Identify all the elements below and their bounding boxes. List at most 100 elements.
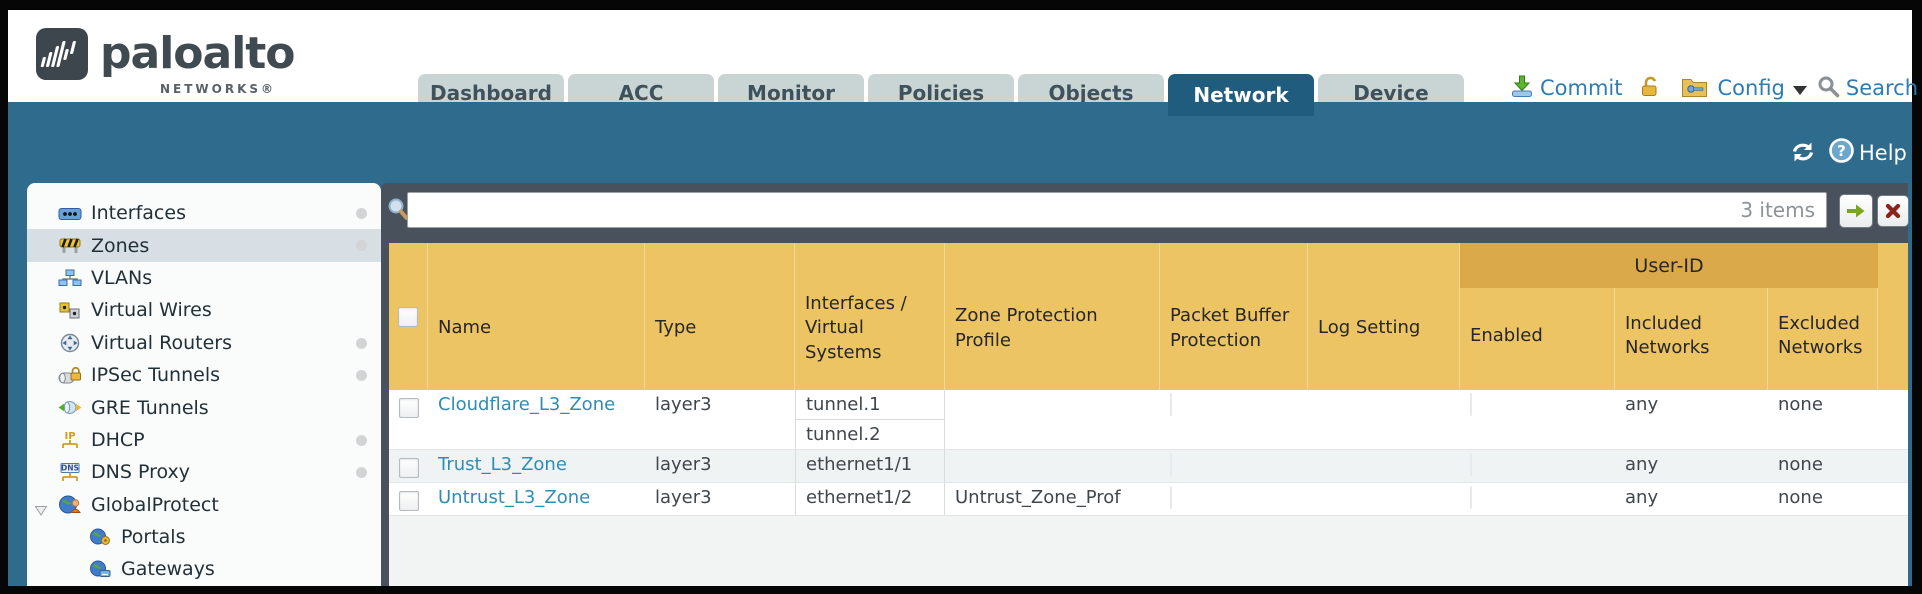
red-x-icon — [1885, 203, 1901, 219]
sidebar-item-label: Interfaces — [91, 202, 186, 225]
excluded-networks-cell: none — [1778, 487, 1823, 508]
sidebar-item-gre-tunnels[interactable]: GRE Tunnels — [27, 391, 381, 423]
sidebar-item-interfaces[interactable]: Interfaces — [27, 197, 381, 229]
status-dot — [356, 369, 367, 381]
zone-name-link[interactable]: Untrust_L3_Zone — [438, 487, 591, 508]
column-header-name[interactable]: Name — [428, 243, 645, 390]
column-header-packet-buffer[interactable]: Packet Buffer Protection — [1160, 243, 1308, 390]
table-row-cloudflare[interactable]: Cloudflare_L3_Zone layer3 tunnel.1 tunne… — [389, 390, 1908, 450]
log-setting-cell — [1308, 450, 1460, 482]
sidebar-item-virtual-wires[interactable]: Virtual Wires — [27, 294, 381, 326]
paloalto-logo: paloalto — [36, 28, 296, 84]
help-label: Help — [1859, 140, 1907, 165]
status-dot — [356, 434, 367, 446]
filler-cell — [1878, 483, 1908, 515]
clear-filter-button[interactable] — [1877, 195, 1909, 227]
svg-text:IP: IP — [64, 431, 75, 442]
sidebar-item-gateways[interactable]: Gateways — [27, 553, 381, 585]
status-dot — [356, 240, 367, 252]
zone-protection-cell: Untrust_Zone_Prof — [955, 487, 1121, 508]
sidebar-item-zones[interactable]: Zones — [27, 229, 381, 262]
sidebar-item-virtual-routers[interactable]: Virtual Routers — [27, 327, 381, 359]
column-header-enabled[interactable]: Enabled — [1460, 288, 1615, 390]
config-menu-button[interactable]: Config — [1717, 76, 1785, 100]
network-nav: Interfaces Zones VLANs — [27, 183, 381, 586]
zone-protection-cell — [945, 450, 1160, 482]
commit-icon — [1510, 74, 1534, 102]
column-header-zone-protection[interactable]: Zone Protection Profile — [945, 243, 1160, 390]
sidebar-item-dhcp[interactable]: IP DHCP — [27, 424, 381, 456]
zone-protection-cell — [945, 390, 1160, 449]
collapse-triangle-icon[interactable] — [34, 499, 48, 521]
packet-buffer-checkbox[interactable] — [1170, 486, 1172, 509]
sidebar-item-dns-proxy[interactable]: DNS DNS Proxy — [27, 456, 381, 488]
status-dot — [356, 467, 367, 479]
virtual-routers-icon — [57, 333, 83, 353]
excluded-networks-cell: none — [1778, 394, 1823, 415]
column-header-type[interactable]: Type — [645, 243, 795, 390]
row-select-checkbox[interactable] — [398, 458, 419, 478]
filter-bar: 3 items — [407, 192, 1827, 228]
items-count-label: 3 items — [1740, 198, 1815, 222]
packet-buffer-cell — [1160, 390, 1308, 449]
user-id-enabled-checkbox[interactable] — [1470, 453, 1472, 476]
filler-cell — [1878, 450, 1908, 482]
zone-interfaces-cell: ethernet1/2 — [795, 483, 945, 515]
table-row-untrust[interactable]: Untrust_L3_Zone layer3 ethernet1/2 Untru… — [389, 483, 1908, 516]
select-all-header-cell — [389, 243, 428, 390]
gre-tunnels-icon — [57, 399, 83, 416]
chevron-down-icon[interactable] — [1792, 85, 1807, 95]
sidebar-item-label: GlobalProtect — [91, 493, 219, 516]
excluded-networks-cell: none — [1778, 454, 1823, 475]
packet-buffer-checkbox[interactable] — [1170, 393, 1172, 416]
sidebar-item-vlans[interactable]: VLANs — [27, 262, 381, 294]
zone-type-cell: layer3 — [655, 487, 712, 508]
column-header-log-setting[interactable]: Log Setting — [1308, 243, 1460, 390]
sidebar-item-ipsec-tunnels[interactable]: IPSec Tunnels — [27, 359, 381, 391]
column-header-interfaces[interactable]: Interfaces / Virtual Systems — [795, 243, 945, 390]
green-arrow-icon — [1847, 204, 1865, 218]
portals-icon — [87, 528, 113, 546]
zones-icon — [57, 237, 83, 254]
help-button[interactable]: ? Help — [1828, 137, 1907, 168]
row-select-cell — [389, 483, 428, 515]
column-header-included-networks[interactable]: Included Networks — [1615, 288, 1768, 390]
global-search-button[interactable]: Search — [1845, 76, 1919, 100]
sidebar-item-label: VLANs — [91, 266, 153, 289]
sidebar: Interfaces Zones VLANs — [27, 183, 381, 586]
refresh-icon[interactable] — [1790, 141, 1816, 167]
zone-name-link[interactable]: Cloudflare_L3_Zone — [438, 394, 616, 415]
sidebar-item-label: Virtual Wires — [91, 299, 212, 322]
row-select-checkbox[interactable] — [398, 491, 419, 511]
filler-header-cell — [1878, 243, 1908, 390]
sidebar-item-label: Zones — [91, 234, 150, 257]
zone-interfaces-cell: tunnel.1 tunnel.2 — [795, 390, 945, 449]
apply-filter-button[interactable] — [1839, 194, 1873, 228]
sidebar-item-portals[interactable]: Portals — [27, 521, 381, 553]
sidebar-item-label: Gateways — [121, 558, 215, 581]
user-id-enabled-checkbox[interactable] — [1470, 486, 1472, 509]
user-id-enabled-cell — [1460, 390, 1615, 449]
globalprotect-icon — [57, 495, 83, 514]
user-id-enabled-cell — [1460, 450, 1615, 482]
zone-name-link[interactable]: Trust_L3_Zone — [438, 454, 567, 475]
table-row-trust[interactable]: Trust_L3_Zone layer3 ethernet1/1 any non… — [389, 450, 1908, 483]
user-id-enabled-checkbox[interactable] — [1470, 393, 1472, 416]
sidebar-item-globalprotect[interactable]: GlobalProtect — [27, 489, 381, 521]
row-select-checkbox[interactable] — [398, 398, 419, 418]
packet-buffer-checkbox[interactable] — [1170, 453, 1172, 476]
filter-input[interactable] — [407, 192, 1827, 228]
paloalto-logo-icon — [36, 28, 88, 84]
gateways-icon — [87, 560, 113, 578]
column-header-excluded-networks[interactable]: Excluded Networks — [1768, 288, 1878, 390]
sidebar-item-label: Virtual Routers — [91, 331, 232, 354]
table-empty-area — [389, 516, 1908, 586]
dns-proxy-icon: DNS — [57, 462, 83, 482]
tab-network[interactable]: Network — [1168, 74, 1314, 116]
svg-text:?: ? — [1837, 142, 1846, 160]
commit-button[interactable]: Commit — [1540, 76, 1623, 100]
virtual-wires-icon — [57, 302, 83, 319]
status-dot — [356, 337, 367, 349]
select-all-checkbox[interactable] — [398, 306, 418, 327]
